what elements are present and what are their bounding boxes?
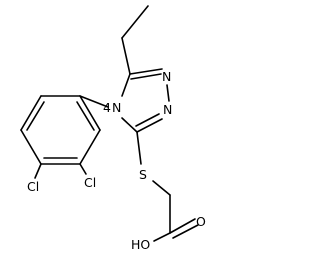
ethyl-bond-ring — [121, 37, 131, 75]
nitrogen-label-c3-side: N — [163, 102, 172, 117]
bond-c-cl-upper — [79, 163, 87, 175]
position-number-label: 4 — [103, 100, 111, 115]
aryl-bond-6 — [79, 95, 101, 131]
structure-diagram: N N 4 N S Cl Cl HO O — [20, 5, 206, 252]
bond-carbonyl-oxygen-double — [172, 224, 199, 239]
bond-carbonyl-oh — [153, 232, 171, 242]
ethyl-bond-terminal — [121, 5, 149, 39]
bond-c-cl-lower — [34, 163, 42, 179]
carbonyl-oxygen-label: O — [196, 214, 206, 229]
chlorine-label-ortho: Cl — [84, 175, 96, 190]
ring-bond-n2-c3-double — [135, 113, 160, 127]
molecule-drawing: N N 4 N S Cl Cl HO O — [20, 5, 206, 252]
nitrogen-label-n4: N — [112, 100, 121, 115]
bond-sulfur-ch2 — [152, 180, 171, 196]
chlorine-label-meta: Cl — [27, 179, 39, 194]
ring-bond-n2-c3 — [136, 118, 163, 133]
bond-n4-aryl — [79, 95, 109, 108]
aryl-bond-5 — [79, 129, 101, 165]
ring-bond-c5-n1-double — [130, 73, 162, 80]
aryl-bond-6-inner — [76, 101, 95, 131]
aryl-bond-2 — [20, 95, 42, 131]
aryl-bond-3 — [20, 129, 42, 165]
ring-bond-n1-n2 — [166, 84, 170, 102]
aryl-bond-2-inner — [26, 101, 45, 131]
bond-carbonyl-oxygen — [169, 218, 196, 234]
sulfur-label: S — [139, 167, 147, 182]
nitrogen-label-c5-side: N — [162, 69, 171, 84]
ring-bond-c3-n4 — [121, 117, 138, 133]
bond-c3-sulfur — [136, 131, 142, 165]
ring-bond-n4-c5 — [121, 73, 131, 97]
hydroxyl-label: HO — [131, 237, 150, 252]
ring-bond-c5-n1 — [129, 68, 163, 75]
